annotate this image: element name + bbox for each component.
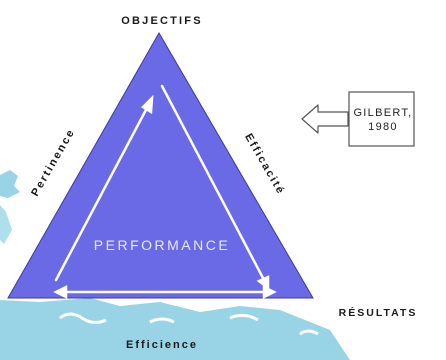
performance-triangle	[7, 31, 314, 299]
source-box	[348, 91, 415, 147]
center-label: PERFORMANCE	[94, 237, 230, 253]
cycle-arrows	[53, 84, 277, 300]
hollow-left-arrow-icon	[301, 104, 349, 134]
arrow-bottom-right-head-icon	[262, 284, 277, 300]
arrow-right-head-icon	[256, 275, 270, 291]
map-land-left	[0, 170, 20, 198]
source-reference: GILBERT, 1980	[301, 91, 415, 147]
source-line1: GILBERT,	[353, 107, 412, 119]
arrow-right-edge	[160, 84, 266, 282]
arrow-bottom-left-head-icon	[53, 284, 68, 300]
map-coast-detail	[59, 312, 319, 336]
edge-bottom-label: Efficience	[126, 339, 198, 351]
source-line2: 1980	[368, 121, 398, 133]
vertex-bottom-right-label: RÉSULTATS	[339, 306, 418, 319]
map-land-bottom	[0, 298, 350, 360]
arrow-left-edge	[54, 104, 150, 282]
map-background	[0, 170, 350, 360]
vertex-top-label: OBJECTIFS	[121, 15, 203, 27]
map-land-left-lower	[0, 205, 12, 244]
arrow-left-head-icon	[141, 94, 154, 115]
